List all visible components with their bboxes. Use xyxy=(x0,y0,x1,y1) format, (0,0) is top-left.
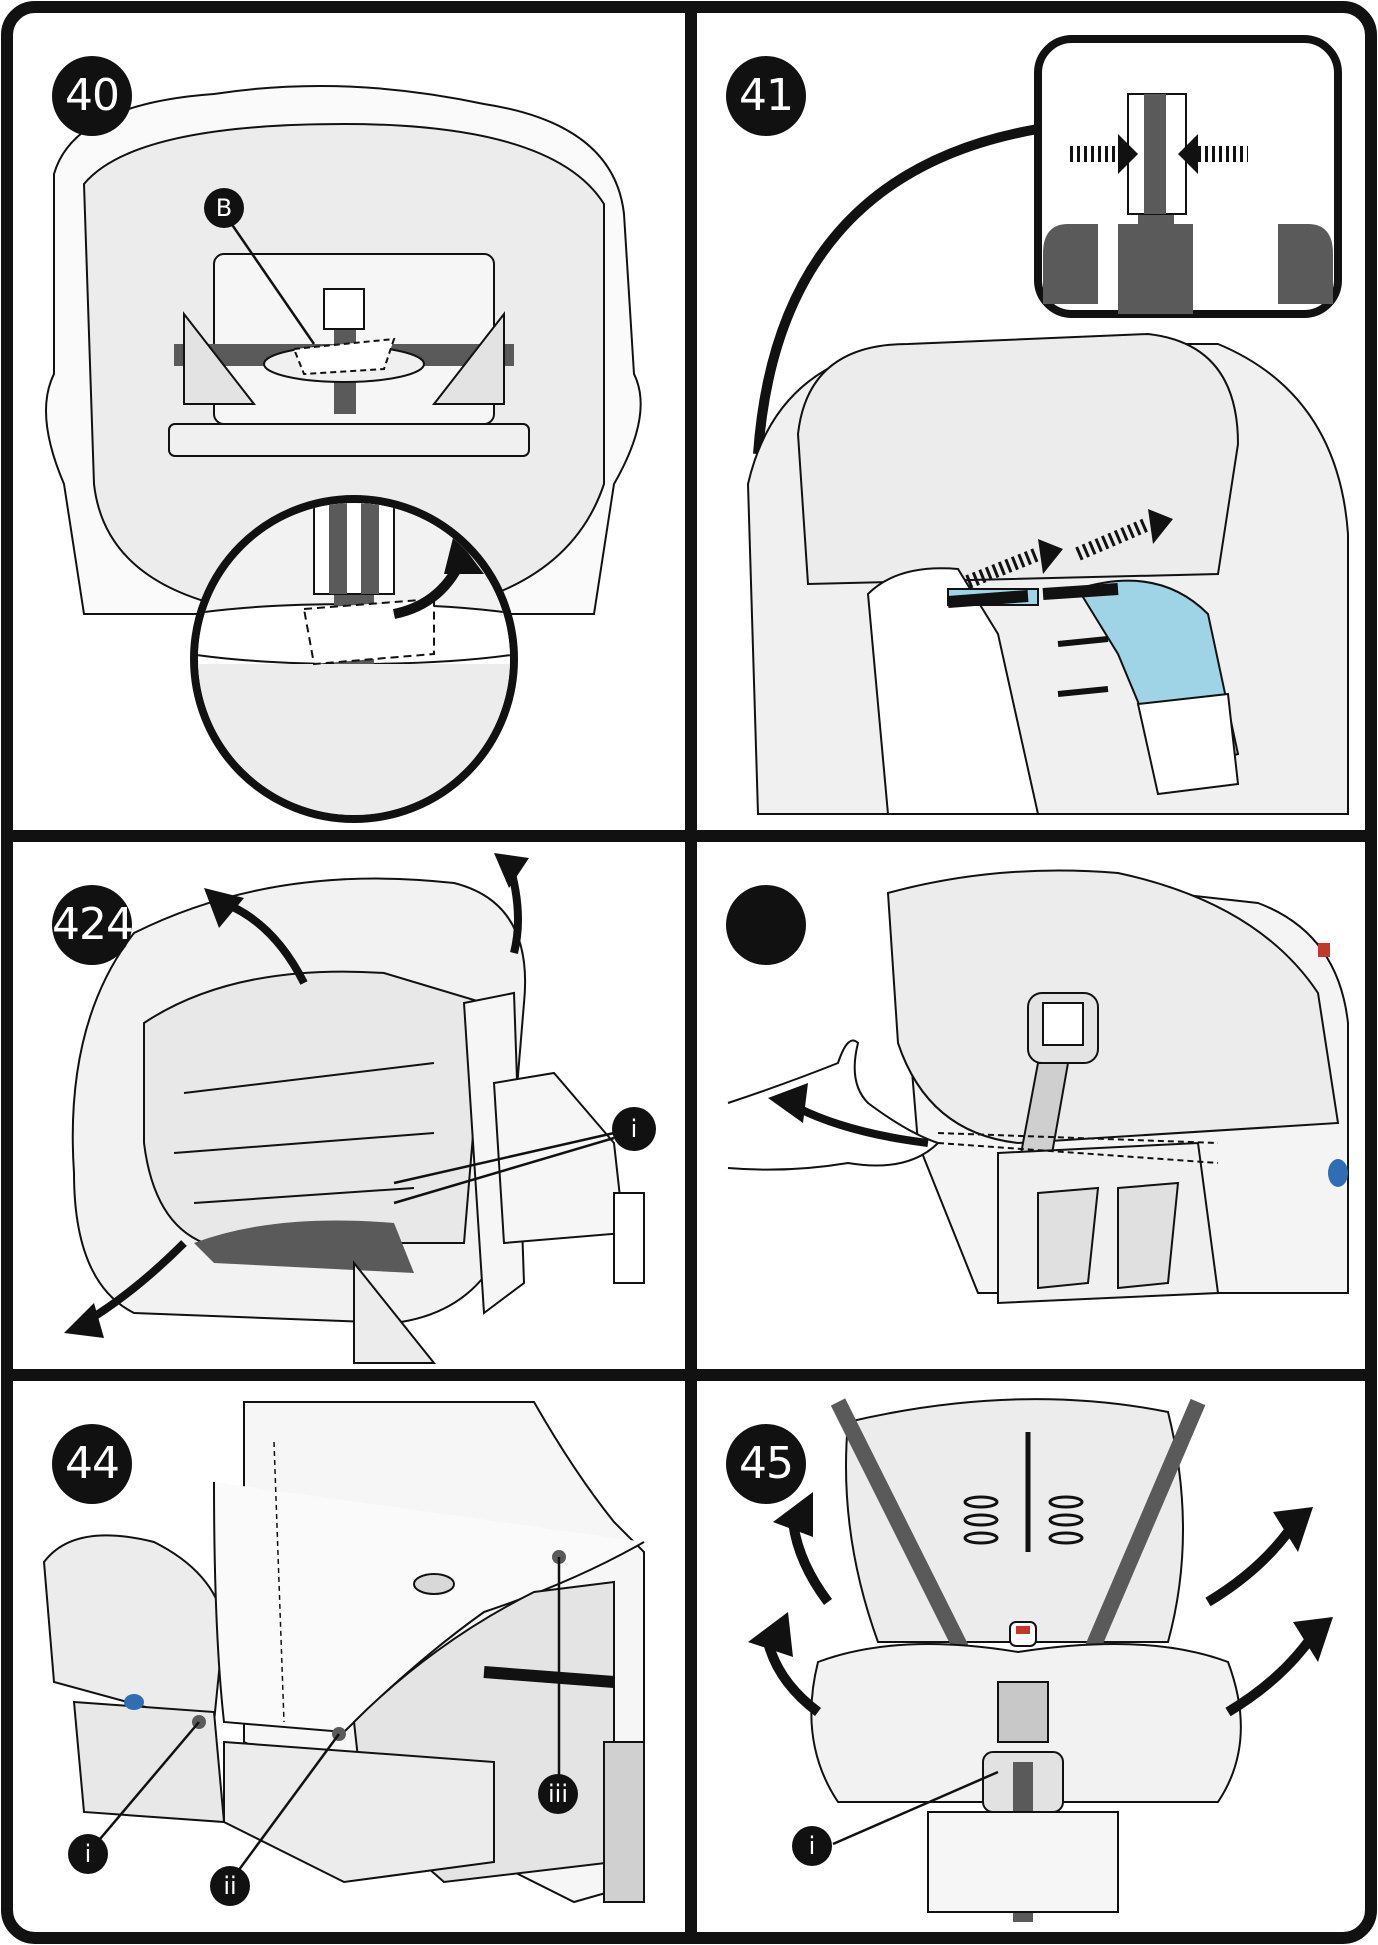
callout-i: i xyxy=(68,1834,108,1874)
callout-i: i xyxy=(792,1826,832,1866)
headrest-back-illustration xyxy=(45,85,642,823)
panel-step-42: 424 i xyxy=(14,843,684,1368)
callout-ii: ii xyxy=(210,1866,250,1906)
panel-step-41: 41 xyxy=(698,14,1364,829)
panel-step-44: 44 i ii iii xyxy=(14,1382,684,1931)
panel-step-40: 40 B xyxy=(14,14,684,829)
harness-adjust-illustration xyxy=(746,35,1349,815)
step-badge-41: 41 xyxy=(726,56,806,136)
panel-step-43 xyxy=(698,843,1364,1368)
callout-i: i xyxy=(612,1107,656,1151)
callout-b: B xyxy=(204,188,244,228)
step-badge-45: 45 xyxy=(726,1424,806,1504)
callout-iii: iii xyxy=(538,1774,578,1814)
step-badge-40: 40 xyxy=(52,56,132,136)
step-badge-44: 44 xyxy=(52,1424,132,1504)
step-badge-43 xyxy=(726,885,806,965)
panel-step-45: 45 i xyxy=(698,1382,1364,1931)
step-badge-42: 424 xyxy=(52,885,134,965)
